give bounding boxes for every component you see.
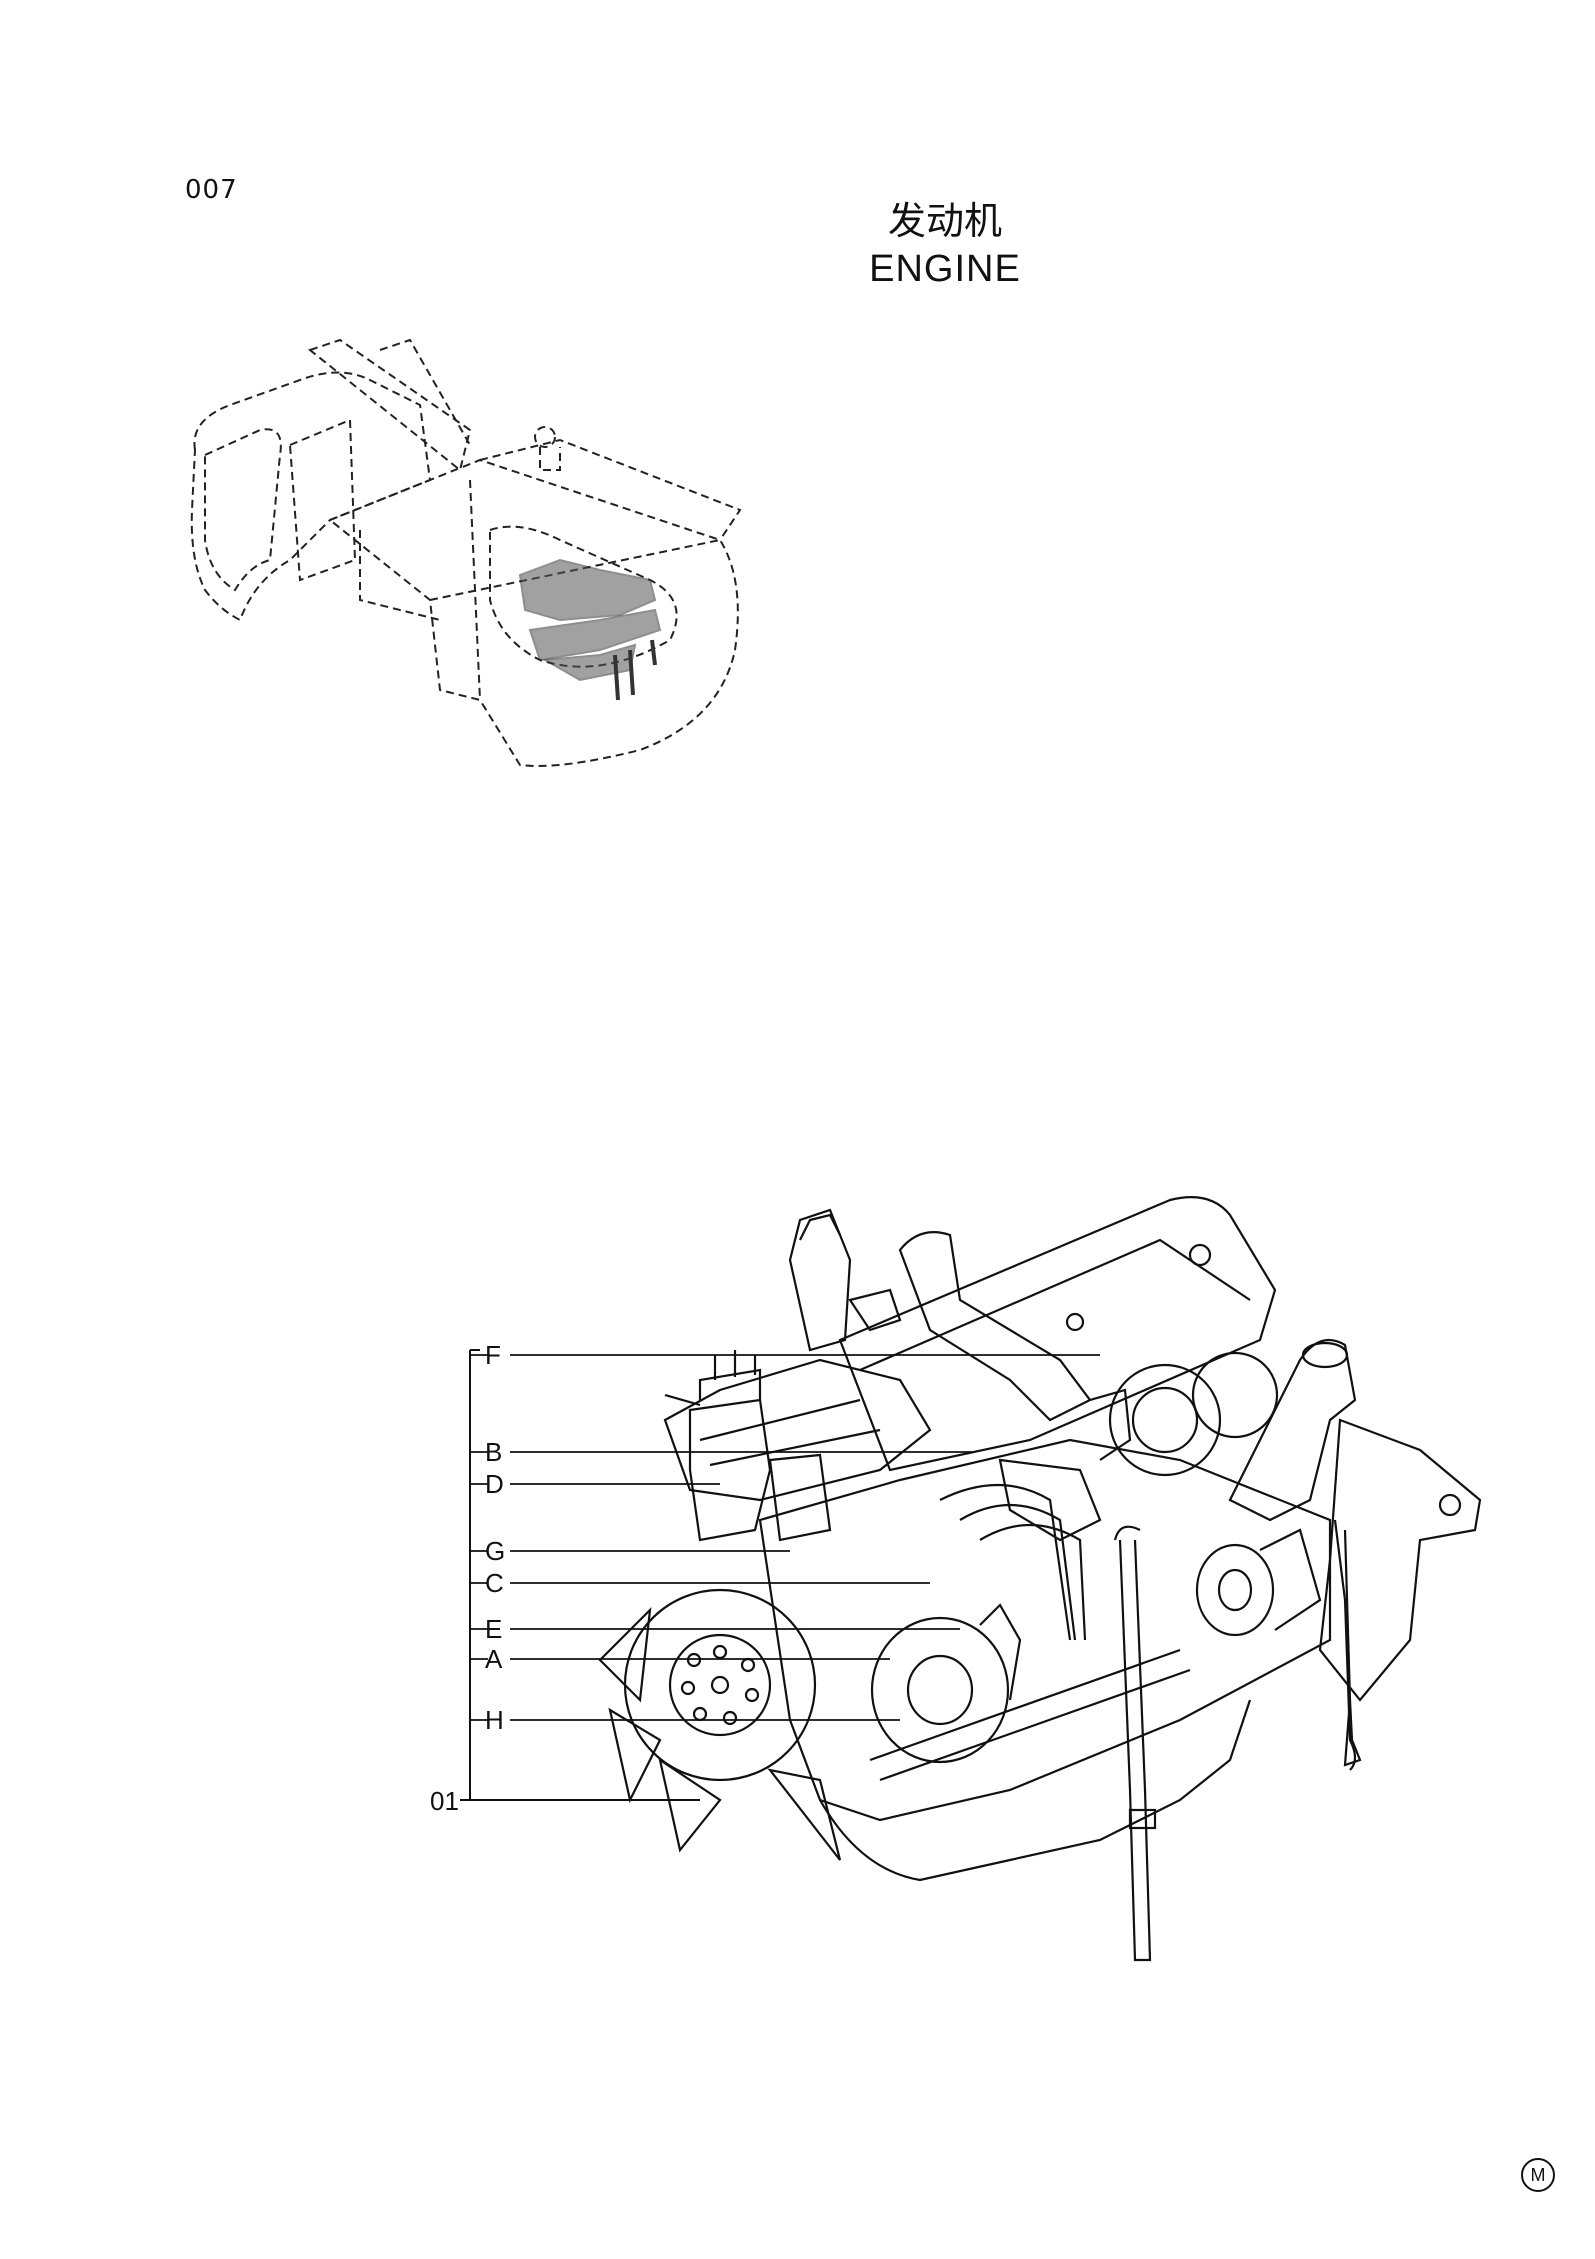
page-title-chinese: 发动机 [887,199,1002,243]
pulley-bolt-holes [680,1644,760,1726]
engine-illustration [598,1196,1482,1962]
callout-assembly-number: 01 [430,1786,459,1816]
corner-mark: M [1521,2158,1555,2192]
excavator-location-sketch [190,338,742,767]
callout-label-g: G [485,1536,505,1566]
callout-label-c: C [485,1568,504,1598]
callout-label-f: F [485,1340,501,1370]
callout-label-h: H [485,1705,504,1735]
callout-letters: F B D G C E A H 01 [430,1340,505,1816]
engine-highlight [518,558,662,701]
callout-bracket [460,1349,700,1801]
callout-label-a: A [485,1644,503,1674]
callout-leaders [470,1354,1100,1721]
callout-label-d: D [485,1469,504,1499]
page-number: 007 [185,175,238,205]
callout-label-e: E [485,1614,502,1644]
page-title-english: ENGINE [869,248,1021,290]
callout-label-b: B [485,1437,502,1467]
